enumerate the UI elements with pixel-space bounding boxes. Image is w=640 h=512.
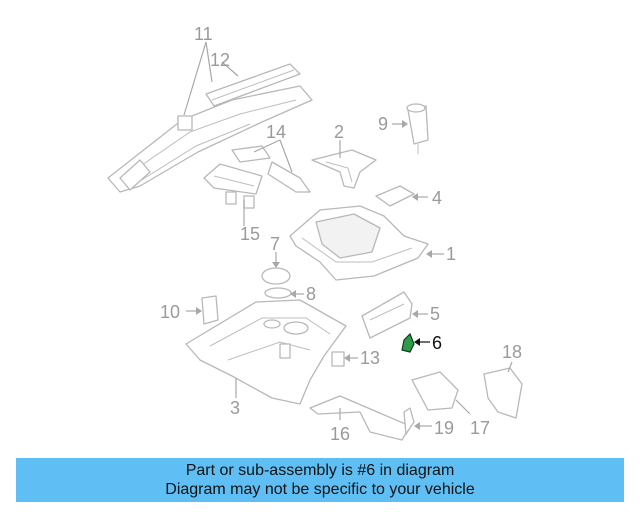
callout-18: 18 — [502, 342, 522, 362]
part-7-plug[interactable] — [261, 267, 291, 285]
part-15-crossmember[interactable] — [203, 163, 263, 209]
info-banner: Part or sub-assembly is #6 in diagram Di… — [16, 458, 624, 502]
part-9-jack[interactable] — [406, 103, 429, 154]
callout-6-highlighted: 6 — [432, 333, 442, 353]
part-3-rear-floor[interactable] — [185, 299, 347, 405]
callout-13: 13 — [360, 348, 380, 368]
part-4-plate[interactable] — [375, 185, 415, 207]
callout-12: 12 — [210, 50, 230, 70]
callout-15: 15 — [240, 224, 260, 244]
callout-17: 17 — [470, 418, 490, 438]
callout-9: 9 — [378, 114, 388, 134]
part-5-panel[interactable] — [361, 291, 413, 339]
callout-3: 3 — [230, 398, 240, 418]
part-1-trunk-floor[interactable] — [289, 205, 429, 281]
part-18-panel[interactable] — [483, 367, 523, 419]
part-2-bracket[interactable] — [311, 149, 377, 189]
callout-19: 19 — [434, 418, 454, 438]
callout-11: 11 — [194, 24, 213, 44]
callout-10: 10 — [160, 302, 180, 322]
callout-14: 14 — [266, 122, 286, 142]
part-8-grommet[interactable] — [264, 287, 292, 299]
callout-5: 5 — [430, 304, 440, 324]
part-6-highlighted-bracket[interactable] — [401, 332, 415, 353]
callout-1: 1 — [446, 244, 456, 264]
callout-2: 2 — [334, 122, 344, 142]
part-14-bracket[interactable] — [231, 145, 311, 193]
part-19-strap[interactable] — [403, 407, 415, 435]
callout-4: 4 — [432, 188, 442, 208]
part-17-shield[interactable] — [411, 371, 459, 411]
part-16-crossmember[interactable] — [309, 395, 411, 441]
callout-8: 8 — [306, 284, 316, 304]
banner-part-line: Part or sub-assembly is #6 in diagram — [185, 462, 455, 479]
callout-7: 7 — [270, 234, 280, 254]
part-12-rail-reinforcement[interactable] — [205, 63, 301, 107]
banner-disclaimer-line: Diagram may not be specific to your vehi… — [165, 481, 475, 498]
part-11-frame-rail[interactable] — [107, 85, 313, 193]
callout-16: 16 — [330, 424, 350, 444]
part-10-bracket[interactable] — [201, 295, 219, 325]
part-13-clip[interactable] — [331, 351, 345, 367]
